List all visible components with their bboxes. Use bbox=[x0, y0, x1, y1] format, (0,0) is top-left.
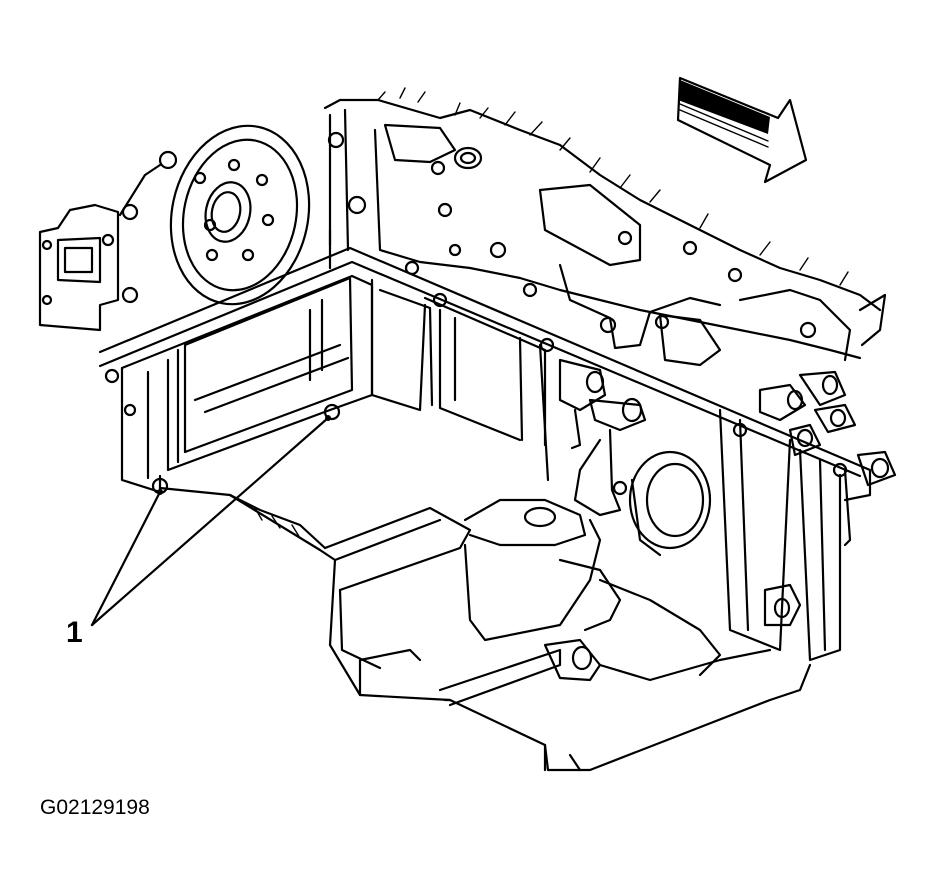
callout-1-leaders bbox=[90, 415, 331, 627]
oil-pan-sump bbox=[158, 486, 812, 772]
callout-label-1: 1 bbox=[66, 616, 83, 649]
pan-side-rails bbox=[370, 278, 842, 662]
oil-filter-boss bbox=[628, 450, 712, 557]
crankshaft-pulley bbox=[169, 124, 311, 306]
oil-pan-flange bbox=[98, 228, 872, 502]
pan-bolt-center bbox=[323, 403, 341, 421]
right-side-fittings bbox=[558, 293, 897, 547]
arrow-right-icon bbox=[676, 76, 808, 184]
left-mount-bracket bbox=[38, 150, 178, 332]
figure-code: G02129198 bbox=[40, 796, 150, 819]
engine-block bbox=[323, 87, 882, 367]
